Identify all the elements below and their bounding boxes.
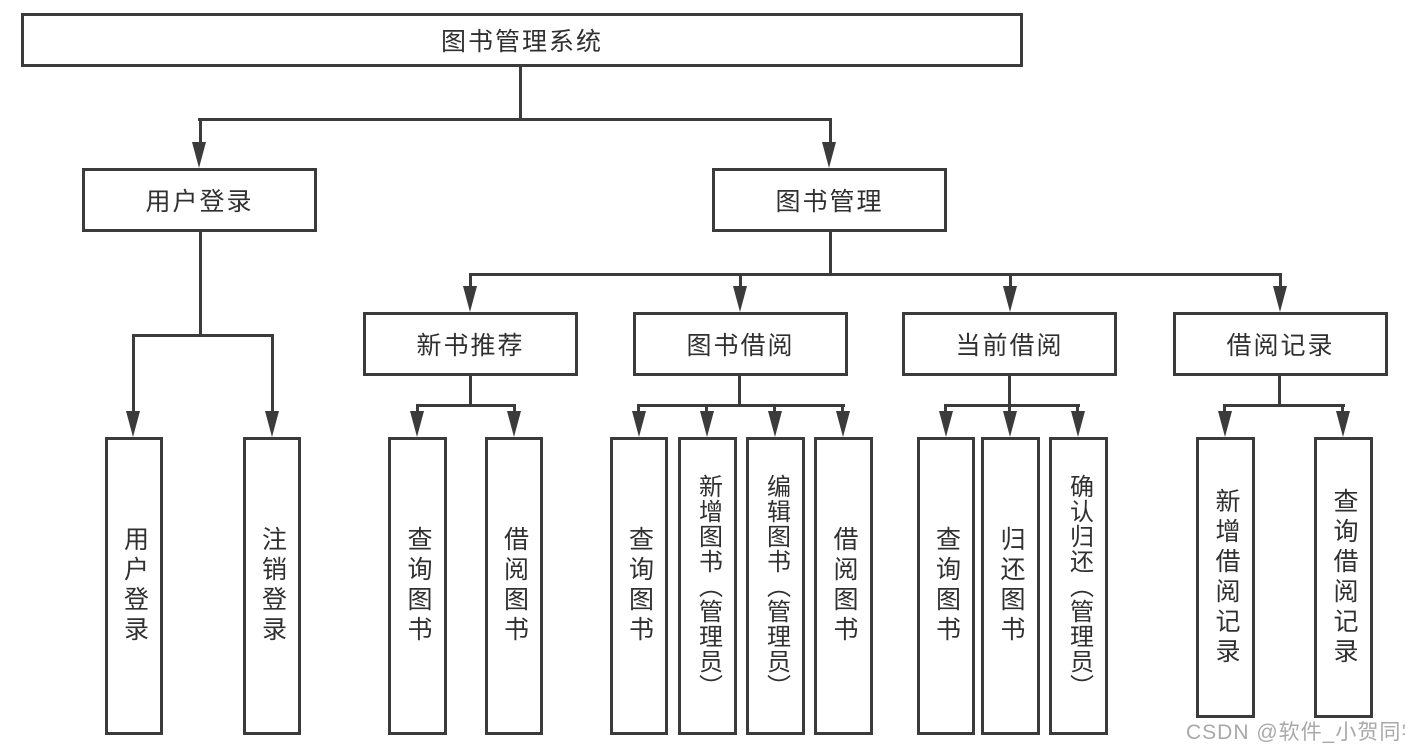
node-user-login: 用户登录 [82, 168, 317, 232]
connector-stub-a2 [513, 404, 516, 416]
arrow-b2 [700, 411, 714, 437]
leaf-query-book-current-label: 查询图书 [932, 526, 961, 646]
leaf-borrow-book-recommend: 借阅图书 [485, 437, 543, 735]
connector-book-mgmt-trunk [829, 232, 832, 276]
connector-stub-current-borrow [1009, 273, 1012, 289]
node-book-borrow: 图书借阅 [633, 312, 848, 376]
leaf-borrow-book-label: 借阅图书 [830, 526, 858, 646]
connector-stub-book-mgmt [829, 118, 832, 146]
leaf-user-login: 用户登录 [105, 437, 163, 735]
connector-stub-c2 [1008, 404, 1011, 416]
leaf-edit-book-admin-label: 编辑图书（管理员） [762, 473, 790, 699]
arrow-b1 [632, 411, 646, 437]
leaf-query-book-current: 查询图书 [917, 437, 975, 735]
arrow-c3 [1071, 411, 1085, 437]
arrow-leaf-login [126, 411, 140, 437]
leaf-query-book-borrow-label: 查询图书 [625, 526, 654, 646]
arrow-current-borrow [1003, 286, 1017, 312]
arrow-a1 [410, 411, 424, 437]
node-user-login-label: 用户登录 [145, 188, 254, 216]
arrow-a2 [507, 411, 521, 437]
arrow-c1 [939, 411, 953, 437]
arrow-b4 [836, 411, 850, 437]
leaf-edit-book-admin: 编辑图书（管理员） [746, 437, 805, 735]
connector-user-login-trunk [199, 232, 202, 337]
connector-stub-c1 [944, 404, 947, 416]
leaf-query-book-recommend: 查询图书 [388, 437, 447, 735]
connector-stub-d1 [1223, 404, 1226, 416]
connector-stub-d2 [1341, 404, 1344, 416]
arrow-book-mgmt [822, 142, 836, 168]
leaf-query-book-recommend-label: 查询图书 [404, 526, 432, 646]
arrow-leaf-logout [265, 411, 279, 437]
connector-stub-new-book [469, 273, 472, 289]
leaf-add-book-admin: 新增图书（管理员） [678, 437, 737, 735]
connector-stub-book-borrow [739, 273, 742, 289]
connector-group-a-trunk [469, 376, 472, 407]
node-book-management: 图书管理 [712, 168, 947, 232]
leaf-query-book-borrow: 查询图书 [610, 437, 668, 735]
leaf-logout-label: 注销登录 [258, 526, 287, 646]
connector-user-login-bar [132, 334, 274, 337]
arrow-c2 [1003, 411, 1017, 437]
node-book-borrow-label: 图书借阅 [686, 332, 795, 360]
node-root: 图书管理系统 [21, 13, 1023, 67]
arrow-borrow-records [1273, 286, 1287, 312]
connector-stub-leaf-login [132, 334, 135, 414]
node-new-book-recommend: 新书推荐 [363, 312, 578, 376]
connector-stub-leaf-logout [271, 334, 274, 414]
leaf-add-book-admin-label: 新增图书（管理员） [694, 473, 722, 699]
node-new-book-recommend-label: 新书推荐 [416, 332, 525, 360]
connector-stub-a1 [416, 404, 419, 416]
connector-stub-borrow-records [1279, 273, 1282, 289]
connector-stub-b3 [773, 404, 776, 416]
leaf-query-borrow-record-label: 查询借阅记录 [1330, 487, 1358, 668]
connector-level1-bar [198, 118, 831, 121]
leaf-query-borrow-record: 查询借阅记录 [1314, 437, 1373, 718]
node-current-borrow-label: 当前借阅 [955, 332, 1064, 360]
leaf-borrow-book: 借阅图书 [814, 437, 873, 735]
node-borrow-records: 借阅记录 [1173, 312, 1388, 376]
arrow-b3 [768, 411, 782, 437]
leaf-confirm-return-admin: 确认归还（管理员） [1049, 437, 1108, 735]
arrow-user-login [192, 142, 206, 168]
connector-group-c-bar [945, 404, 1080, 407]
connector-stub-b1 [637, 404, 640, 416]
connector-group-b-trunk [738, 376, 741, 407]
connector-group-c-trunk [1008, 376, 1011, 407]
leaf-return-book-label: 归还图书 [997, 526, 1025, 646]
connector-group-b-bar [638, 404, 845, 407]
leaf-user-login-label: 用户登录 [120, 526, 149, 646]
arrow-new-book [463, 286, 477, 312]
arrow-d2 [1336, 411, 1350, 437]
arrow-d1 [1218, 411, 1232, 437]
connector-group-d-bar [1224, 404, 1345, 407]
leaf-borrow-book-recommend-label: 借阅图书 [500, 526, 529, 646]
leaf-add-borrow-record: 新增借阅记录 [1196, 437, 1255, 718]
connector-stub-user-login [199, 118, 202, 146]
connector-stub-c3 [1076, 404, 1079, 416]
leaf-add-borrow-record-label: 新增借阅记录 [1212, 487, 1240, 668]
node-book-management-label: 图书管理 [775, 188, 884, 216]
connector-stub-b4 [841, 404, 844, 416]
node-root-label: 图书管理系统 [440, 28, 603, 56]
node-current-borrow: 当前借阅 [902, 312, 1117, 376]
connector-group-d-trunk [1278, 376, 1281, 407]
csdn-watermark: CSDN @软件_小贺同学 [1186, 721, 1405, 744]
arrow-book-borrow [733, 286, 747, 312]
connector-root-trunk [519, 67, 522, 121]
leaf-return-book: 归还图书 [981, 437, 1040, 735]
connector-stub-b2 [705, 404, 708, 416]
leaf-confirm-return-admin-label: 确认归还（管理员） [1065, 473, 1093, 699]
node-borrow-records-label: 借阅记录 [1226, 332, 1335, 360]
connector-level3-bar [469, 273, 1282, 276]
connector-group-a-bar [416, 404, 516, 407]
leaf-logout: 注销登录 [243, 437, 301, 735]
